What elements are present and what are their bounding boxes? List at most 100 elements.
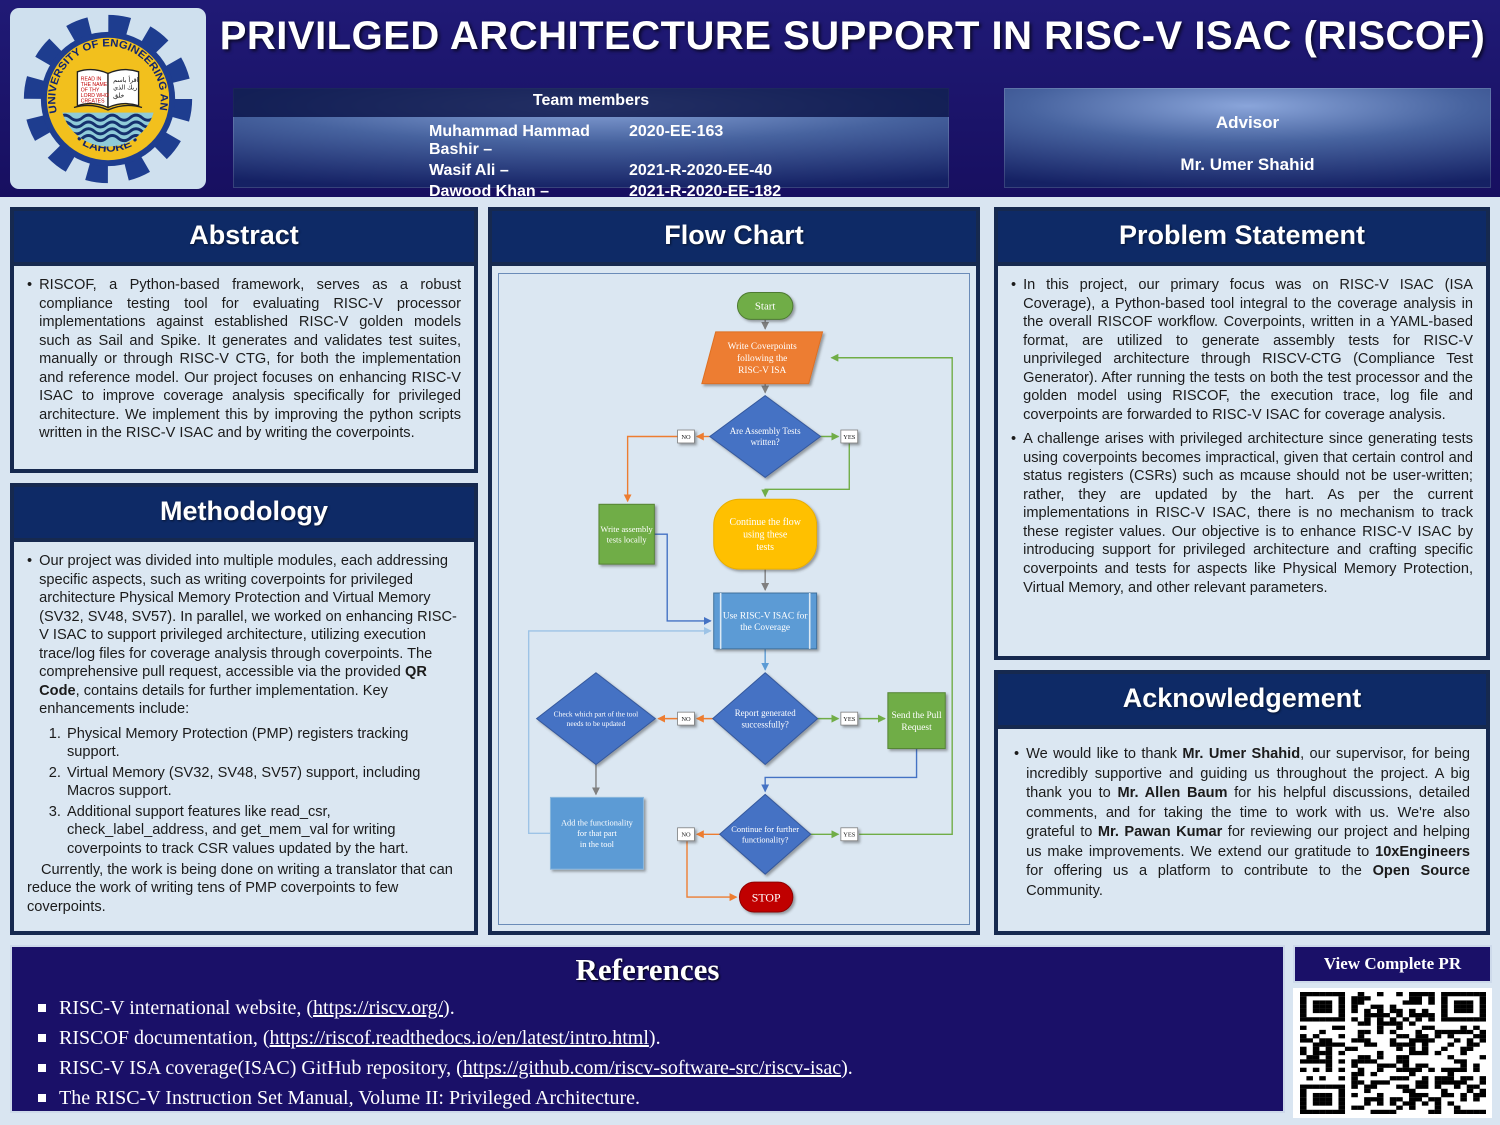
bullet-square-icon [38,1064,46,1073]
flow-node-stop: STOP [738,881,794,913]
view-pr-section: View Complete PR [1293,945,1492,1118]
bullet-dot-icon: • [1011,431,1017,448]
reference-item: The RISC-V Instruction Set Manual, Volum… [38,1087,1283,1110]
methodology-numbered-list: Physical Memory Protection (PMP) registe… [65,725,461,859]
team-members-box: Team members Muhammad Hammad Bashir – 202… [233,88,949,200]
svg-text:Start: Start [755,301,776,313]
bullet-square-icon [38,1004,46,1013]
bullet-square-icon [38,1094,46,1103]
abstract-panel: Abstract • RISCOF, a Python-based framew… [10,207,478,473]
flow-node-no1: NO [677,429,695,444]
flow-edge [527,626,712,834]
acknowledgement-body: • We would like to thank Mr. Umer Shahid… [998,729,1486,923]
gear-teeth-icon [23,14,193,183]
uet-logo: UNIVERSITY OF ENGINEERING AND TECHNOLOGY… [10,8,206,189]
flow-edge [686,841,738,902]
acknowledgement-panel: Acknowledgement • We would like to thank… [994,670,1490,935]
svg-text:STOP: STOP [752,890,781,904]
methodology-panel: Methodology • Our project was divided in… [10,483,478,935]
flow-node-yes1: YES [840,429,859,444]
bullet-dot-icon: • [27,553,33,569]
flow-edge [761,748,918,793]
svg-text:NO: NO [681,832,691,839]
reference-link[interactable]: https://github.com/riscv-software-src/ri… [462,1057,842,1079]
flow-edge [761,443,850,498]
methodology-list-item: Physical Memory Protection (PMP) registe… [65,725,461,762]
reference-item: RISCOF documentation, (https://riscof.re… [38,1027,1283,1050]
references-title: References [575,952,720,987]
qr-code [1293,988,1492,1118]
bullet-dot-icon: • [1014,746,1020,762]
abstract-body: • RISCOF, a Python-based framework, serv… [14,266,474,459]
flow-node-no2: NO [677,711,695,726]
flow-edge [623,435,679,503]
methodology-intro: Our project was divided into multiple mo… [39,553,457,718]
qr-code-svg [1299,992,1486,1114]
abstract-text: RISCOF, a Python-based framework, serves… [39,277,461,442]
svg-text:YES: YES [843,832,856,839]
advisor-box: Advisor Mr. Umer Shahid [1004,88,1491,188]
problem-bullet-2: A challenge arises with privileged archi… [1023,431,1473,596]
flow-node-start: Start [736,291,794,320]
flow-node-no3: NO [677,827,695,842]
flowchart-title: Flow Chart [492,211,976,266]
reference-link[interactable]: https://riscv.org/ [313,997,444,1019]
team-members-heading: Team members [233,88,949,117]
team-member-name: Dawood Khan – [429,183,550,200]
bullet-square-icon [38,1034,46,1043]
view-complete-pr-label: View Complete PR [1293,945,1492,983]
header-band: UNIVERSITY OF ENGINEERING AND TECHNOLOGY… [0,0,1500,200]
bullet-dot-icon: • [1011,277,1017,293]
flow-edge [654,533,712,625]
reference-link[interactable]: https://riscof.readthedocs.io/en/latest/… [269,1027,649,1049]
acknowledgement-text: We would like to thank Mr. Umer Shahid, … [1026,746,1471,899]
advisor-heading: Advisor [1215,113,1280,132]
team-member-id: 2020-EE-163 [629,123,724,140]
team-member-id: 2021-R-2020-EE-40 [629,162,773,179]
methodology-title: Methodology [14,487,474,542]
acknowledgement-title: Acknowledgement [998,674,1486,729]
flow-node-yes2: YES [840,711,859,726]
flow-node-yes3: YES [840,827,859,842]
problem-statement-body: • In this project, our primary focus was… [998,266,1486,613]
svg-text:YES: YES [843,434,856,441]
team-member-name: Muhammad Hammad Bashir – [429,123,590,158]
team-member-name: Wasif Ali – [429,162,509,179]
problem-statement-panel: Problem Statement • In this project, our… [994,207,1490,660]
methodology-list-item: Virtual Memory (SV32, SV48, SV57) suppor… [65,764,461,801]
references-panel: References RISC-V international website,… [10,945,1285,1113]
svg-text:NO: NO [681,434,691,441]
reference-item: RISC-V ISA coverage(ISAC) GitHub reposit… [38,1057,1283,1080]
methodology-outro: Currently, the work is being done on wri… [27,861,453,915]
bullet-dot-icon: • [27,277,33,293]
problem-statement-title: Problem Statement [998,211,1486,266]
methodology-body: • Our project was divided into multiple … [14,542,474,926]
abstract-title: Abstract [14,211,474,266]
problem-bullet-1: In this project, our primary focus was o… [1023,277,1473,423]
header-boxes: Team members Muhammad Hammad Bashir – 202… [233,88,1491,200]
svg-text:YES: YES [843,716,856,723]
reference-item: RISC-V international website, (https://r… [38,997,1283,1020]
